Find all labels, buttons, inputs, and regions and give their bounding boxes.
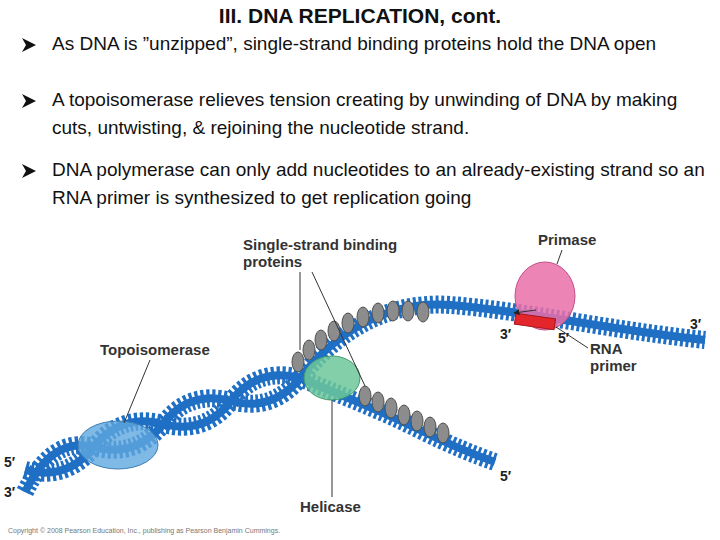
ssb-protein: [402, 301, 414, 321]
ssb-protein: [328, 321, 340, 341]
strand-end-label: 5′: [4, 454, 24, 470]
ssb-protein: [357, 307, 369, 327]
leader-lines: [124, 250, 588, 497]
ssb-protein: [342, 313, 354, 333]
template-strand: [300, 305, 705, 378]
bullet-arrows: [22, 38, 36, 178]
template-strand: [300, 305, 705, 378]
ssb-protein: [385, 398, 397, 418]
bullet-arrow: [22, 164, 36, 178]
primase-enzyme: [515, 262, 575, 330]
ssb-protein: [437, 423, 449, 443]
ssb-protein: [372, 303, 384, 323]
leader-line: [332, 400, 333, 497]
ssb-protein: [417, 302, 429, 322]
bullet-text: DNA polymerase can only add nucleotides …: [52, 156, 707, 212]
helix-strand: [25, 378, 300, 492]
slide-title: III. DNA REPLICATION, cont.: [0, 4, 720, 28]
ssb-protein: [372, 392, 384, 412]
strand-end-label: 5′: [500, 468, 520, 484]
helicase-enzyme: [304, 356, 360, 400]
topoisomerase-enzyme: [78, 421, 158, 469]
leader-line: [557, 250, 562, 264]
ssb-protein: [387, 301, 399, 321]
part-label: Helicase: [300, 498, 400, 515]
synthesis-arrow: [514, 310, 536, 313]
bullet-text: As DNA is ”unzipped”, single-strand bind…: [52, 30, 707, 58]
strand-end-label: 3′: [500, 326, 520, 342]
ssb-protein: [359, 386, 371, 406]
bullet-arrow: [22, 38, 36, 52]
ssb-protein: [303, 340, 315, 360]
leader-line: [556, 327, 588, 348]
rna-primer: [514, 313, 555, 329]
bullet-text: A topoisomerase relieves tension creatin…: [52, 86, 707, 142]
strand-end-label: 3′: [4, 484, 24, 500]
ssb-proteins: [292, 301, 449, 443]
leader-line: [124, 360, 150, 423]
copyright-note: Copyright © 2008 Pearson Education, Inc.…: [8, 526, 408, 535]
part-label: RNA primer: [590, 340, 652, 374]
part-label: Primase: [538, 231, 628, 248]
part-label: Single-strand binding proteins: [243, 236, 428, 270]
ssb-protein: [292, 352, 304, 372]
leader-line: [312, 272, 365, 386]
ssb-protein: [315, 330, 327, 350]
ssb-protein: [411, 411, 423, 431]
helix-strand: [25, 378, 300, 492]
dna-strands: [25, 305, 705, 492]
bullet-arrow: [22, 94, 36, 108]
part-label: Topoisomerase: [100, 341, 240, 358]
ssb-protein: [398, 405, 410, 425]
strand-end-label: 3′: [690, 316, 712, 332]
strand-end-label: 5′: [558, 330, 578, 346]
leader-line: [300, 272, 301, 350]
ssb-protein: [424, 417, 436, 437]
